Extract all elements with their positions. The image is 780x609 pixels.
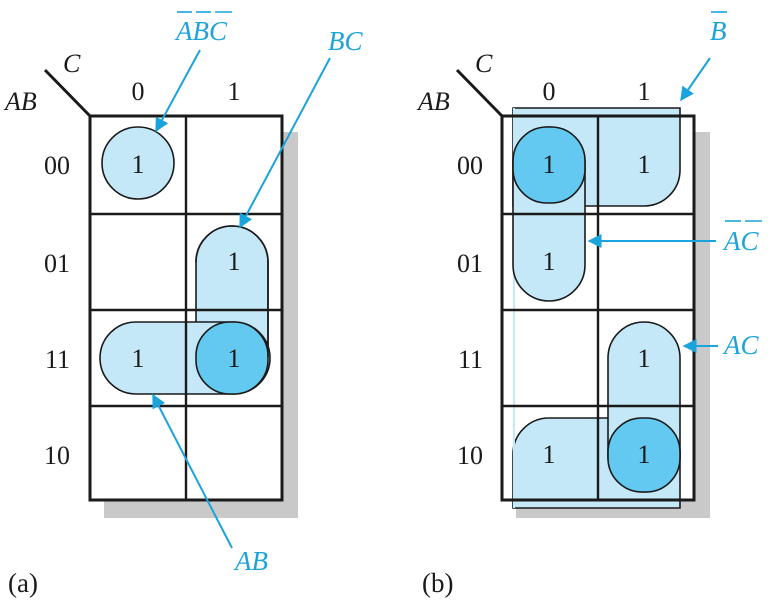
kmap-a-caption: (a) <box>8 568 38 598</box>
kmap-b-term-ac: AC <box>722 330 759 360</box>
kmap-b-row-header-10: 10 <box>457 441 483 470</box>
kmap-a-row-header-11: 11 <box>45 345 70 374</box>
kmap-b-arrow-b-bar <box>680 57 711 102</box>
kmap-b-col-header-0: 0 <box>543 77 556 106</box>
kmap-a-grid <box>88 114 284 502</box>
kmap-b-row-header-11: 11 <box>458 345 483 374</box>
kmap-a-col-header-1: 1 <box>228 77 241 106</box>
kmap-a-cell: 1 <box>132 150 145 179</box>
kmap-a-corner-diagonal <box>43 68 92 118</box>
kmap-b-caption: (b) <box>422 568 453 598</box>
kmap-a-row-var: AB <box>3 87 37 116</box>
svg-text:B: B <box>710 16 727 46</box>
kmap-a-row-header-01: 01 <box>44 249 70 278</box>
kmap-a-col-header-0: 0 <box>132 77 145 106</box>
kmap-a-loop-bc-outline <box>195 225 269 357</box>
kmap-a-loop-overlap <box>195 321 269 395</box>
kmap-b-row-header-01: 01 <box>457 249 483 278</box>
kmap-a-arrow-ab <box>152 393 233 549</box>
kmap-a-arrow-abc <box>155 49 201 133</box>
kmap-b-row-var: AB <box>416 87 450 116</box>
kmap-a-row-header-10: 10 <box>44 441 70 470</box>
kmap-a-cell: 1 <box>228 344 241 373</box>
kmap-b-loop-overlap-bottom <box>607 417 681 493</box>
kmap-a-row-header-00: 00 <box>44 151 70 180</box>
kmap-a-loop-abc <box>101 126 175 200</box>
kmap-b-grid <box>500 114 696 502</box>
kmap-b-corner-diagonal <box>455 68 504 118</box>
kmap-b: C AB 0 1 00 01 11 10 1 1 1 1 1 1 B AC AC <box>416 11 762 598</box>
kmap-a-arrow-bc <box>239 57 331 229</box>
kmap-b-term-b-bar: B <box>710 11 727 46</box>
kmap-b-col-header-1: 1 <box>638 77 651 106</box>
kmap-a-cell: 1 <box>132 344 145 373</box>
kmap-b-cell: 1 <box>543 150 556 179</box>
kmap-b-cell: 1 <box>543 247 556 276</box>
kmap-b-cell: 1 <box>638 150 651 179</box>
kmap-b-row-header-00: 00 <box>457 151 483 180</box>
kmap-a-term-abc: ABC <box>174 11 232 46</box>
svg-text:AC: AC <box>722 226 759 256</box>
kmap-b-cell: 1 <box>638 344 651 373</box>
kmap-a-term-bc: BC <box>328 26 363 56</box>
kmap-b-loop-b-bar-strip <box>513 108 515 508</box>
kmap-a-term-ab: AB <box>233 546 268 576</box>
kmap-a-col-var: C <box>63 49 81 78</box>
kmap-b-col-var: C <box>475 49 493 78</box>
kmap-a-cell: 1 <box>228 247 241 276</box>
kmap-b-loop-overlap-top <box>512 126 586 204</box>
kmap-b-cell: 1 <box>638 440 651 469</box>
kmap-a: C AB 0 1 00 01 11 10 1 1 1 1 ABC BC AB (… <box>3 11 363 598</box>
svg-text:ABC: ABC <box>174 16 228 46</box>
kmap-b-term-ac-bar: AC <box>722 220 762 256</box>
kmap-b-cell: 1 <box>543 440 556 469</box>
